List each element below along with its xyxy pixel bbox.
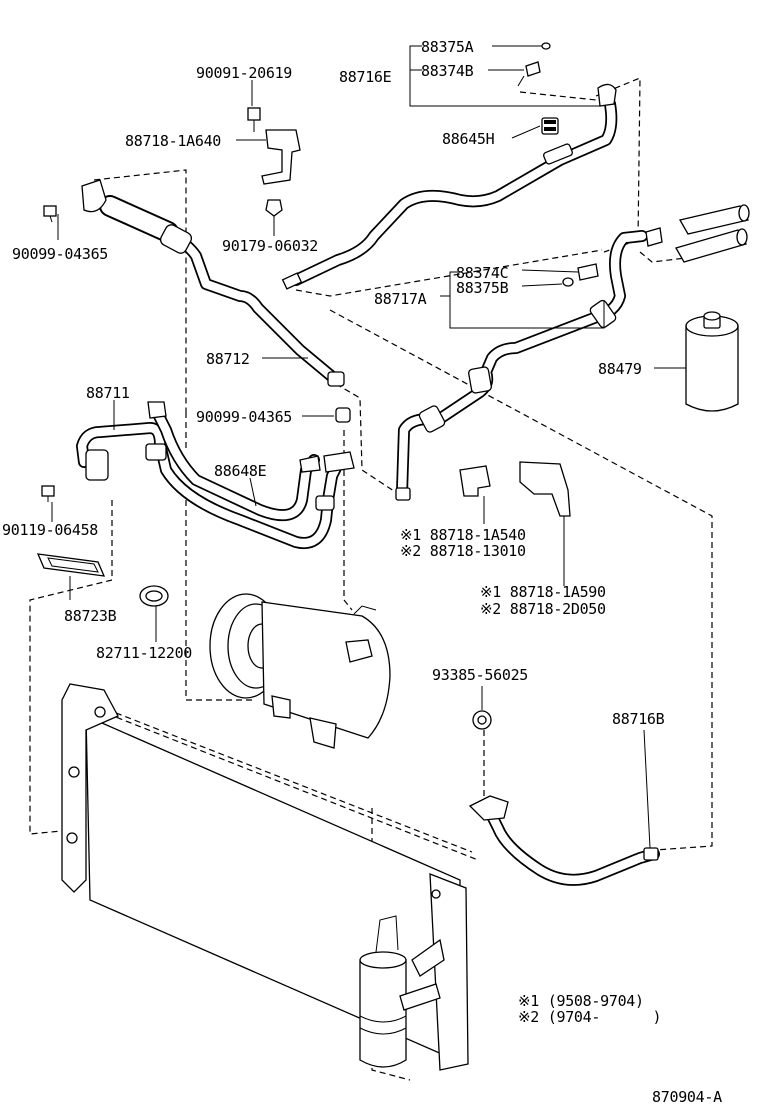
label-90119-06458: 90119-06458 <box>2 521 98 539</box>
label-90179-06032: 90179-06032 <box>222 237 318 255</box>
notes: ※1 (9508-9704) ※2 (9704- ) 870904-A <box>518 992 722 1106</box>
label-88716e: 88716E <box>339 68 392 86</box>
label-88648e: 88648E <box>214 462 267 480</box>
label-88374c: 88374C <box>456 264 508 282</box>
label-88375b: 88375B <box>456 279 509 297</box>
leader-lines <box>51 45 686 849</box>
label-90091-20619: 90091-20619 <box>196 64 292 82</box>
hose-88711-88648e <box>76 401 355 549</box>
pipe-88716b <box>468 795 660 886</box>
label-88716b: 88716B <box>612 710 665 728</box>
dashed-guides <box>29 77 713 1081</box>
compressor <box>209 593 391 749</box>
note-1: ※1 (9508-9704) <box>518 992 644 1010</box>
pipe-88717a <box>395 230 648 501</box>
pipe-88716e <box>281 83 618 290</box>
condenser <box>61 683 469 1071</box>
label-88712: 88712 <box>206 350 250 368</box>
label-88718-1a590: ※1 88718-1A590 <box>480 583 606 601</box>
figure-code: 870904-A <box>652 1088 722 1106</box>
part-labels: 88375A 88716E 88374B 90091-20619 88718-1… <box>2 38 665 728</box>
header-pipes <box>645 204 750 263</box>
label-88718-13010: ※2 88718-13010 <box>400 542 526 560</box>
label-88479: 88479 <box>598 360 642 378</box>
label-93385-56025: 93385-56025 <box>432 666 528 684</box>
label-88645h: 88645H <box>442 130 495 148</box>
label-88723b: 88723B <box>64 607 117 625</box>
receiver-88479 <box>685 311 739 412</box>
note-2: ※2 (9704- ) <box>518 1008 661 1026</box>
label-82711-12200: 82711-12200 <box>96 644 192 662</box>
label-90099-04365-upper: 90099-04365 <box>12 245 108 263</box>
label-90099-04365-middle: 90099-04365 <box>196 408 292 426</box>
label-88711: 88711 <box>86 384 130 402</box>
small-fittings <box>36 42 599 730</box>
label-88718-2d050: ※2 88718-2D050 <box>480 600 606 618</box>
hose-88712 <box>81 179 345 387</box>
label-88374b: 88374B <box>421 62 474 80</box>
label-88718-1a640: 88718-1A640 <box>125 132 221 150</box>
label-88718-1a540: ※1 88718-1A540 <box>400 526 526 544</box>
label-88717a: 88717A <box>374 290 427 308</box>
label-88375a: 88375A <box>421 38 474 56</box>
